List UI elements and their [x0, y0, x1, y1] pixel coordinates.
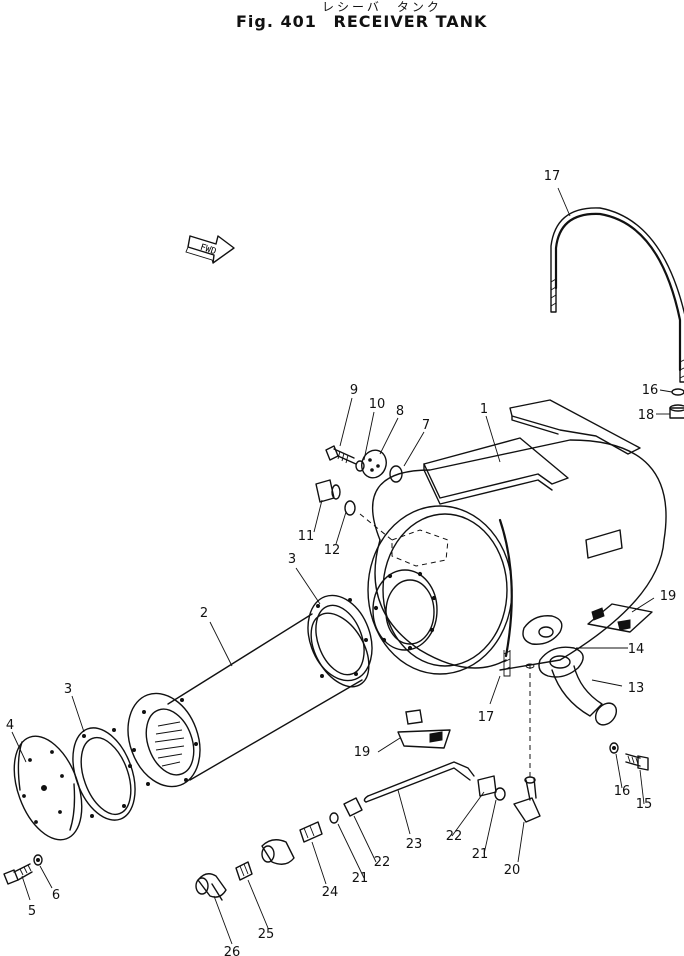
callout-9: 9: [350, 383, 358, 398]
callout-7: 7: [422, 418, 430, 433]
callout-2: 2: [200, 606, 208, 621]
strap-u-bolt: [550, 207, 684, 383]
gasket-right: [307, 594, 373, 682]
callout-16-lower: 16: [614, 784, 631, 799]
plug-and-oring: [315, 479, 356, 516]
callout-19-left: 19: [354, 745, 371, 760]
callout-6: 6: [52, 888, 60, 903]
callout-17-lower: 17: [478, 710, 495, 725]
callout-14: 14: [628, 642, 645, 657]
fwd-arrow-icon: FWD: [185, 235, 235, 264]
callout-8: 8: [396, 404, 404, 419]
callout-1: 1: [480, 402, 488, 417]
callout-22-left: 22: [374, 855, 391, 870]
callout-16-upper: 16: [642, 383, 659, 398]
callout-4: 4: [6, 718, 14, 733]
figure-title: Fig. 401 RECEIVER TANK: [236, 12, 497, 31]
callout-21-right: 21: [472, 847, 489, 862]
callout-11: 11: [298, 529, 315, 544]
callout-labels: 1 2 3 3 4 5 6 7 8 9 10 11 12 13 14 15 16…: [6, 169, 676, 956]
figure-name: RECEIVER TANK: [333, 12, 488, 31]
bolt-and-washer-lower: [609, 742, 649, 771]
title-block: レシーバ タンク Fig. 401 RECEIVER TANK: [0, 0, 684, 40]
clip-right: [587, 603, 653, 633]
callout-20: 20: [504, 863, 521, 878]
callout-23: 23: [406, 837, 423, 852]
inner-pipe-element: [127, 612, 370, 788]
callout-24: 24: [322, 885, 339, 900]
callout-12: 12: [324, 543, 341, 558]
washer-and-nut-upper: [669, 388, 684, 419]
callout-19-right: 19: [660, 589, 677, 604]
callout-22-right: 22: [446, 829, 463, 844]
receiver-tank-body: [359, 399, 667, 677]
clip-left: [397, 709, 451, 749]
port-cover-assembly: [325, 445, 403, 483]
callout-5: 5: [28, 904, 36, 919]
callout-3-right: 3: [288, 552, 296, 567]
elbow-pipe-and-gasket: [522, 615, 618, 726]
callout-13: 13: [628, 681, 645, 696]
bolt-and-washer-left: [3, 854, 43, 885]
callout-21-left: 21: [352, 871, 369, 886]
callout-26: 26: [224, 945, 241, 956]
callout-25: 25: [258, 927, 275, 942]
callout-17-upper: 17: [544, 169, 561, 184]
drain-line-right: [363, 663, 541, 823]
japanese-title: レシーバ タンク: [322, 0, 442, 14]
callout-10: 10: [369, 397, 386, 412]
fwd-text: FWD: [199, 243, 218, 258]
end-cover-plate: [13, 735, 83, 841]
callout-15: 15: [636, 797, 653, 812]
callout-3-left: 3: [64, 682, 72, 697]
leader-lines: [11, 187, 673, 945]
figure-number: Fig. 401: [236, 12, 317, 31]
callout-18: 18: [638, 408, 655, 423]
